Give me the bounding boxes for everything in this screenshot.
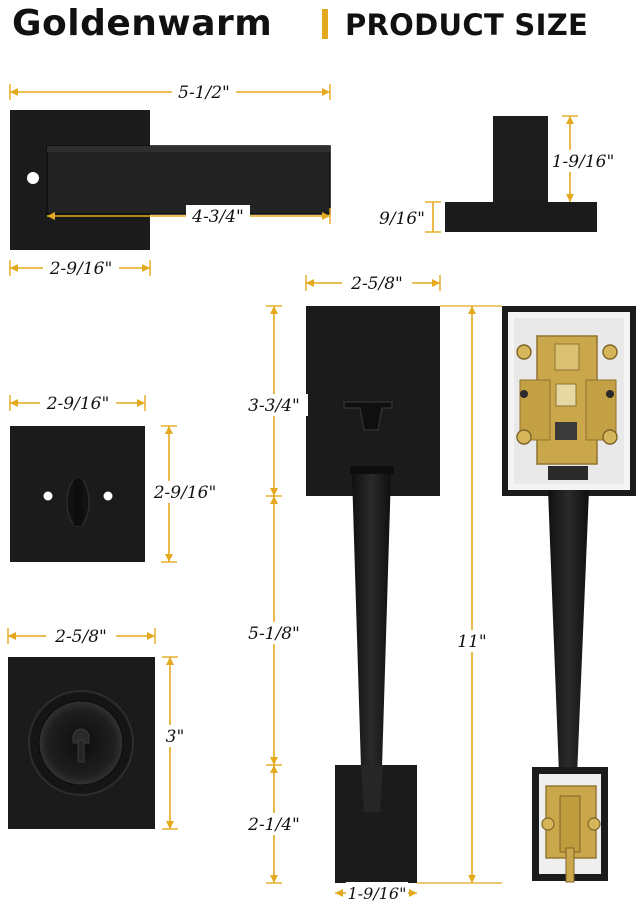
label-handleset-grip: 5-1/8" — [248, 624, 300, 644]
lever-handle-highlight — [47, 146, 330, 152]
dim-lever-side-height: 1-9/16" — [548, 115, 618, 202]
dim-lever-rose: 2-9/16" — [9, 257, 151, 279]
label-lever-side-base: 9/16" — [379, 209, 425, 229]
dim-handleset-left-stack — [266, 305, 282, 884]
dim-handleset-width: 2-5/8" — [305, 272, 441, 294]
dim-handleset-total: 11" — [417, 305, 502, 884]
label-lever-rose: 2-9/16" — [49, 259, 113, 279]
mounting-bolt — [565, 847, 575, 883]
label-lever-overall: 5-1/2" — [178, 83, 230, 103]
dim-deadbolt-outer-height: 3" — [160, 656, 190, 830]
handleset-back-grip — [548, 490, 589, 800]
lever-screw-hole — [27, 172, 39, 184]
label-deadbolt-inner-height: 2-9/16" — [153, 483, 217, 503]
deadbolt-inner-view — [10, 426, 145, 562]
lever-front-view — [10, 110, 331, 250]
label-handleset-top-plate: 3-3/4" — [248, 396, 300, 416]
handleset-thumb-lever[interactable] — [343, 401, 393, 431]
mount-screw-tr — [602, 344, 618, 360]
lever-side-base — [445, 202, 597, 232]
label-deadbolt-outer-height: 3" — [166, 727, 185, 747]
latch-slot — [548, 466, 588, 480]
dim-lever-side-base: 9/16" — [379, 201, 441, 233]
deadbolt-inner-screw-left — [43, 491, 53, 501]
label-handleset-bottom: 2-1/4" — [247, 815, 300, 835]
label-lever-side-height: 1-9/16" — [552, 152, 615, 172]
handleset-back-view — [502, 306, 636, 883]
label-lever-handle: 4-3/4" — [191, 207, 244, 227]
mount-screw-tl — [516, 344, 532, 360]
handleset-top-plate — [306, 306, 440, 496]
label-deadbolt-inner-width: 2-9/16" — [46, 394, 110, 414]
header-separator — [322, 9, 328, 39]
label-handleset-base-width: 1-9/16" — [348, 884, 407, 903]
dim-handleset-top-plate: 3-3/4" — [240, 394, 308, 416]
dim-deadbolt-outer-width: 2-5/8" — [7, 625, 156, 647]
lever-side-handle — [493, 116, 548, 202]
page-title: PRODUCT SIZE — [345, 8, 589, 42]
mount-screw-bl — [516, 429, 532, 445]
label-deadbolt-outer-width: 2-5/8" — [54, 627, 107, 647]
dim-lever-overall: 5-1/2" — [9, 81, 331, 103]
dim-lever-handle: 4-3/4" — [47, 205, 331, 227]
lever-side-view — [445, 116, 597, 232]
keyhole-icon — [77, 739, 85, 763]
label-handleset-total: 11" — [457, 632, 486, 652]
handleset-grip — [352, 474, 391, 800]
mount-screw-br — [602, 429, 618, 445]
deadbolt-outer-view — [8, 657, 155, 829]
brand-logo: Goldenwarm — [12, 3, 273, 44]
handleset-front-view — [306, 306, 440, 883]
dim-deadbolt-inner-height: 2-9/16" — [150, 425, 220, 563]
dim-handleset-grip: 5-1/8" — [240, 622, 308, 644]
label-handleset-width: 2-5/8" — [350, 274, 403, 294]
dim-handleset-base-width: 1-9/16" — [335, 882, 417, 904]
deadbolt-inner-screw-right — [103, 491, 113, 501]
header-bar: Goldenwarm PRODUCT SIZE — [0, 0, 640, 48]
lever-handle — [46, 145, 331, 215]
dim-deadbolt-inner-width: 2-9/16" — [9, 392, 146, 414]
dim-handleset-bottom: 2-1/4" — [240, 813, 308, 835]
